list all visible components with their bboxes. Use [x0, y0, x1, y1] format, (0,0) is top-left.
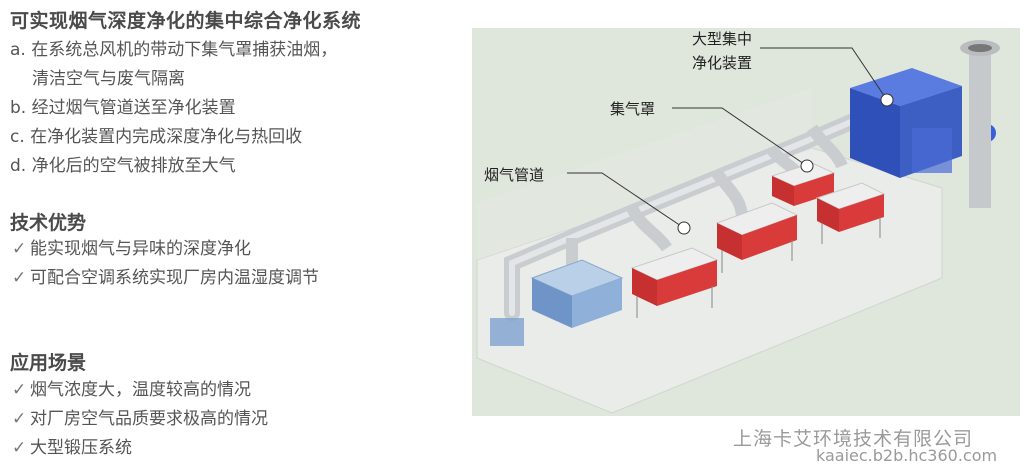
step-a-continuation: 清洁空气与废气隔离 — [32, 69, 185, 89]
application-text: 大型锻压系统 — [30, 438, 132, 458]
check-icon: ✓ — [12, 409, 27, 429]
advantage-text: 可配合空调系统实现厂房内温湿度调节 — [30, 268, 319, 288]
website-url: kaaiec.b2b.hc360.com — [816, 446, 998, 465]
callout-dot — [677, 221, 691, 235]
advantage-text: 能实现烟气与异味的深度净化 — [30, 239, 251, 259]
advantages-list: ✓能实现烟气与异味的深度净化 ✓可配合空调系统实现厂房内温湿度调节 — [12, 235, 319, 293]
company-name: 上海卡艾环境技术有限公司 — [733, 428, 974, 450]
application-text: 烟气浓度大，温度较高的情况 — [30, 380, 251, 400]
branch-duct — [807, 124, 848, 169]
branch-duct — [712, 169, 748, 219]
callout-dot — [880, 93, 894, 107]
purification-system-diagram: 大型集中 净化装置 集气罩 烟气管道 — [472, 28, 1020, 416]
step-a-marker: a. — [10, 40, 26, 60]
step-c: c. 在净化装置内完成深度净化与热回收 — [10, 123, 337, 152]
step-d-marker: d. — [10, 156, 27, 176]
page-title: 可实现烟气深度净化的集中综合净化系统 — [10, 10, 362, 32]
callout-line-hood — [672, 107, 808, 167]
branch-duct — [626, 205, 672, 252]
step-d: d. 净化后的空气被排放至大气 — [10, 152, 337, 181]
callout-dot — [800, 159, 814, 173]
process-steps: a. 在系统总风机的带动下集气罩捕获油烟， 清洁空气与废气隔离 b. 经过烟气管… — [10, 36, 337, 181]
check-icon: ✓ — [12, 268, 27, 288]
applications-heading: 应用场景 — [10, 352, 87, 374]
list-item: ✓烟气浓度大，温度较高的情况 — [12, 376, 268, 405]
label-purifier-line2: 净化装置 — [692, 54, 752, 72]
label-duct: 烟气管道 — [484, 166, 544, 184]
step-c-text: 在净化装置内完成深度净化与热回收 — [30, 127, 303, 147]
hood-3 — [770, 162, 836, 206]
callout-line-purifier — [760, 47, 888, 101]
check-icon: ✓ — [12, 438, 27, 458]
pump-unit — [490, 318, 524, 346]
label-purifier-line1: 大型集中 — [692, 30, 752, 48]
step-b-marker: b. — [10, 98, 27, 118]
label-hood: 集气罩 — [610, 100, 655, 118]
left-equipment-side — [572, 278, 622, 328]
step-a: a. 在系统总风机的带动下集气罩捕获油烟， — [10, 36, 337, 65]
step-b-text: 经过烟气管道送至净化装置 — [31, 98, 236, 118]
step-d-text: 净化后的空气被排放至大气 — [31, 156, 236, 176]
hood-1 — [630, 247, 719, 318]
step-c-marker: c. — [10, 127, 25, 147]
callout-line-duct — [567, 172, 685, 229]
hood-4 — [815, 182, 886, 244]
list-item: ✓对厂房空气品质要求极高的情况 — [12, 405, 268, 434]
hood-2 — [715, 202, 799, 273]
main-duct-highlight — [509, 110, 875, 316]
applications-list: ✓烟气浓度大，温度较高的情况 ✓对厂房空气品质要求极高的情况 ✓大型锻压系统 — [12, 376, 268, 463]
back-wall — [477, 88, 812, 260]
advantages-heading: 技术优势 — [10, 212, 87, 234]
check-icon: ✓ — [12, 239, 27, 259]
list-item: ✓能实现烟气与异味的深度净化 — [12, 235, 319, 264]
left-equipment-front — [532, 278, 572, 328]
list-item: ✓大型锻压系统 — [12, 434, 268, 463]
large-purifier — [850, 68, 996, 178]
application-text: 对厂房空气品质要求极高的情况 — [30, 409, 268, 429]
check-icon: ✓ — [12, 380, 27, 400]
step-a-text: 在系统总风机的带动下集气罩捕获油烟， — [31, 40, 338, 60]
list-item: ✓可配合空调系统实现厂房内温湿度调节 — [12, 264, 319, 293]
step-b: b. 经过烟气管道送至净化装置 — [10, 94, 337, 123]
chimney — [960, 40, 1000, 208]
